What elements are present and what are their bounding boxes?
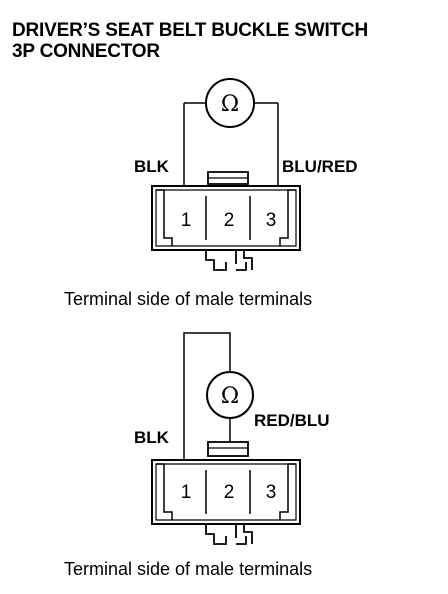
page-title: DRIVER’S SEAT BELT BUCKLE SWITCH 3P CONN… [12, 20, 442, 62]
bottom-right-wire-label: RED/BLU [254, 411, 330, 430]
bottom-lock-tab [207, 441, 249, 457]
top-ohm-symbol: Ω [221, 92, 239, 117]
bottom-ohmmeter: Ω [206, 371, 254, 419]
bottom-ohm-symbol: Ω [221, 384, 239, 409]
bottom-left-wire-label: BLK [134, 428, 170, 447]
bottom-caption: Terminal side of male terminals [64, 559, 313, 579]
title-line-1: DRIVER’S SEAT BELT BUCKLE SWITCH [12, 20, 369, 41]
bottom-ohmmeter-circle [206, 371, 254, 419]
bottom-connector: 1 2 3 [151, 459, 301, 525]
top-connector-housing [151, 185, 301, 251]
top-ohmmeter-circle [205, 78, 255, 128]
top-terminal-foot-right [235, 250, 253, 271]
top-diagram: Ω BLK BLU/RED 1 2 3 [134, 78, 358, 271]
bottom-terminal-2: 2 [224, 482, 235, 503]
bottom-terminal-3: 3 [266, 482, 277, 503]
top-terminal-1: 1 [181, 210, 192, 231]
top-connector: 1 2 3 [151, 185, 301, 251]
top-left-wire-label: BLK [134, 157, 170, 176]
top-ohmmeter: Ω [205, 78, 255, 128]
top-terminal-foot-left [205, 250, 227, 271]
bottom-terminal-foot-right [235, 524, 253, 545]
bottom-connector-housing [151, 459, 301, 525]
top-terminal-2: 2 [224, 210, 235, 231]
top-caption: Terminal side of male terminals [64, 289, 313, 309]
top-right-wire-label: BLU/RED [282, 157, 358, 176]
bottom-probe-wire-blk [183, 332, 231, 462]
bottom-terminal-foot-left [205, 524, 227, 545]
bottom-terminal-1: 1 [181, 482, 192, 503]
top-terminal-3: 3 [266, 210, 277, 231]
title-line-2: 3P CONNECTOR [12, 41, 160, 62]
bottom-diagram: Ω BLK RED/BLU 1 2 3 [134, 332, 330, 545]
